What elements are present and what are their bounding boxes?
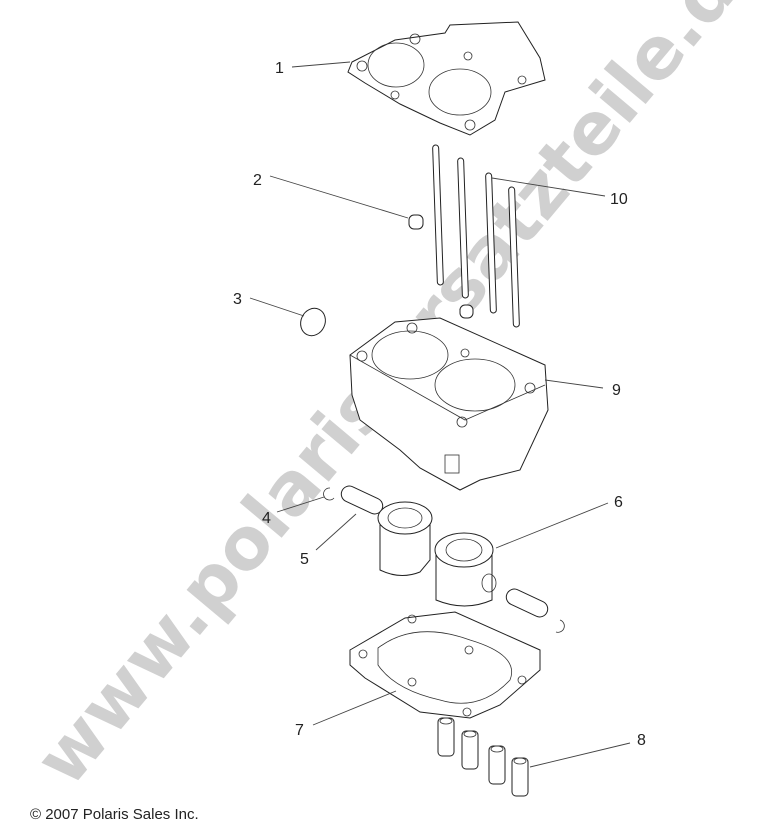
callout-8: 8 — [637, 732, 646, 749]
callout-9: 9 — [612, 382, 621, 399]
head-gasket-part — [347, 21, 546, 136]
callout-5: 5 — [300, 551, 309, 568]
studs-part — [432, 144, 520, 328]
callout-2: 2 — [253, 172, 262, 189]
callout-1: 1 — [275, 60, 284, 77]
dowel-pin-upper-part — [408, 214, 424, 230]
copyright-notice: © 2007 Polaris Sales Inc. — [30, 806, 199, 823]
callout-7: 7 — [295, 722, 304, 739]
plug-part — [300, 307, 326, 337]
callout-10: 10 — [610, 191, 628, 208]
cylinder-part — [349, 304, 549, 491]
callout-4: 4 — [262, 510, 271, 527]
pistons-part — [377, 501, 497, 607]
callout-3: 3 — [233, 291, 242, 308]
dowel-pins-lower-part — [437, 717, 529, 797]
callout-6: 6 — [614, 494, 623, 511]
piston-pin-right — [505, 588, 565, 633]
base-gasket-part — [349, 611, 541, 719]
